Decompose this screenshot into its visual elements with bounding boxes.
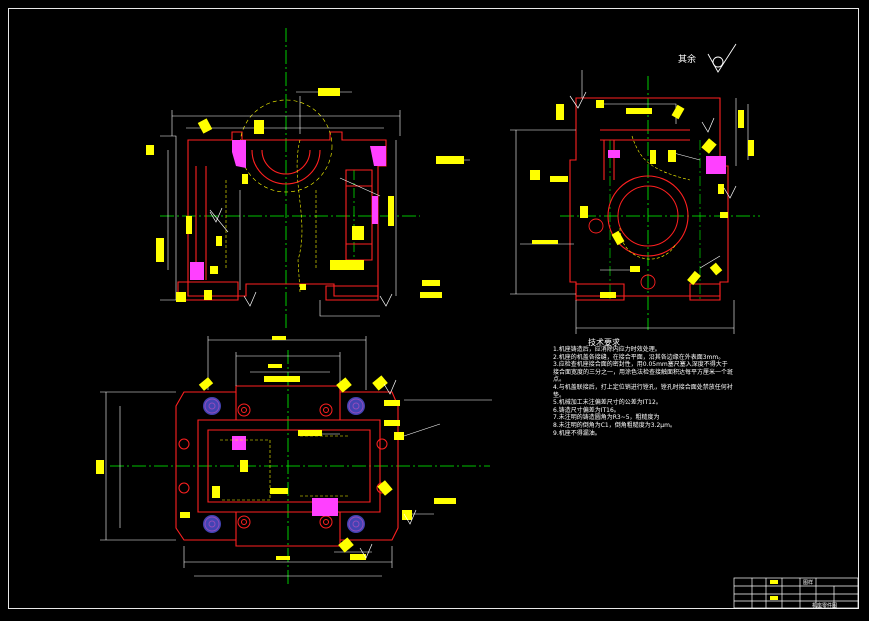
requirement-item: 7.未注明的铸造圆角为R3~5，粗糙度为: [553, 414, 660, 422]
side-view-outline: [569, 97, 729, 301]
side-view-dim-labels: [530, 100, 754, 298]
top-view: [96, 336, 492, 586]
top-view-hatch: [232, 436, 338, 516]
technical-requirements-title: 技术要求: [588, 338, 620, 347]
side-view: [510, 70, 760, 334]
front-view-roughness-symbols: [209, 207, 393, 307]
front-view-hidden-lines: [225, 139, 317, 293]
requirement-item: 5.机械加工未注偏差尺寸的公差为IT12。: [553, 399, 662, 407]
drawing-border: [8, 8, 859, 609]
side-view-roughness-symbols: [569, 91, 737, 199]
top-view-roughness-symbols: [359, 379, 417, 559]
title-block-cell-main: 图样: [803, 580, 814, 586]
side-view-bore-inner: [617, 185, 679, 247]
requirement-item: 3.应检查机座接合面的密封性，用0.05mm塞尺塞入深度不得大于接合面宽度的三分…: [553, 361, 734, 384]
side-view-hole-left: [588, 218, 604, 234]
requirement-item: 1.机座铸造后，应消除内应力时效处理。: [553, 346, 661, 353]
requirement-item: 4.与机盖联接后，打上定位销进行镗孔，镗孔时接合面处禁放任何衬垫。: [553, 383, 733, 399]
requirement-item: 8.未注明的倒角为C1，倒角粗糙度为3.2μm。: [553, 421, 676, 429]
title-block-cell-name: 机座零件图: [812, 603, 838, 609]
front-view-hatch: [190, 140, 386, 280]
requirement-item: 2.机座的机盖各接缝，在接合平面，沿其各边缘在外表面3mm。: [553, 353, 725, 361]
top-view-hidden-lines: [220, 435, 350, 501]
top-view-flange-shading: [203, 397, 365, 533]
front-view: [146, 28, 470, 330]
side-view-bore-outer: [607, 175, 689, 257]
front-view-dimensions: [160, 91, 470, 317]
top-view-dim-labels: [96, 336, 456, 560]
roughness-rest-symbol: [707, 43, 737, 73]
side-view-hole-bottom: [640, 274, 656, 290]
title-block: [733, 577, 859, 609]
technical-requirements-list: 1.机座铸造后，应消除内应力时效处理。 2.机座的机盖各接缝，在接合平面，沿其各…: [553, 346, 733, 437]
requirement-item: 9.机座不得漏油。: [553, 429, 601, 437]
bearing-phantom-circle: [239, 99, 333, 193]
roughness-rest-label: 其余: [678, 55, 697, 65]
top-view-bolt-holes: [178, 398, 388, 532]
title-block-fill-marks: [770, 580, 778, 600]
requirement-item: 6.铸造尺寸偏差为IT16。: [553, 406, 620, 414]
top-view-dimensions: [100, 336, 492, 577]
front-view-dim-labels: [146, 88, 464, 302]
front-view-outline: [177, 131, 387, 301]
side-view-hatch: [608, 150, 726, 174]
